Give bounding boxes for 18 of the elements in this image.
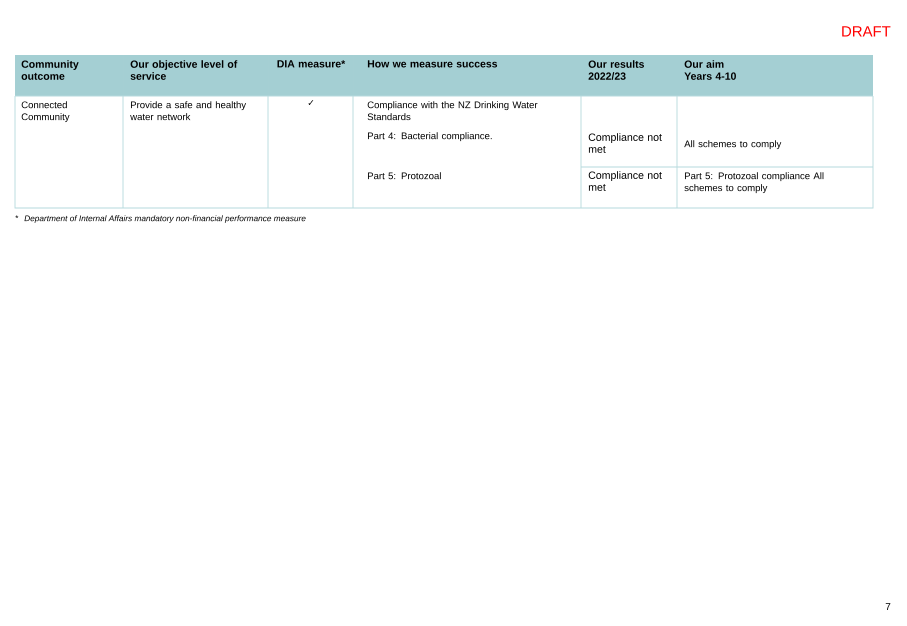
header-cell: DIA measure*: [268, 55, 353, 96]
page-number: 7: [886, 603, 890, 610]
header-cell: Community outcome: [15, 55, 123, 96]
footnote-mark: *: [15, 215, 18, 218]
cell-text: Compliance not met: [588, 171, 662, 191]
cell-text: Compliance not met: [588, 133, 662, 153]
cell-text: Connected Community: [22, 101, 70, 122]
cell-text: Compliance with the NZ Drinking Water Standards: [368, 101, 538, 120]
cell-text: Part 5: Protozoal: [368, 172, 441, 180]
footnote-text: Department of Internal Affairs mandatory non-financial performance measure: [24, 215, 306, 223]
cell-text: Part 4: Bacterial compliance.: [368, 132, 492, 142]
cell-text: Part 5: Protozoal compliance All schemes to comply: [684, 172, 824, 194]
cell-text: Provide a safe and healthy water network: [130, 101, 246, 120]
cell-text: All schemes to comply: [684, 140, 782, 150]
check-mark: ✓: [308, 100, 314, 105]
header-cell: Our objective level of service: [123, 55, 268, 96]
draft-label: DRAFT: [842, 26, 890, 36]
header-cell: Our results 2022/23: [581, 55, 677, 96]
